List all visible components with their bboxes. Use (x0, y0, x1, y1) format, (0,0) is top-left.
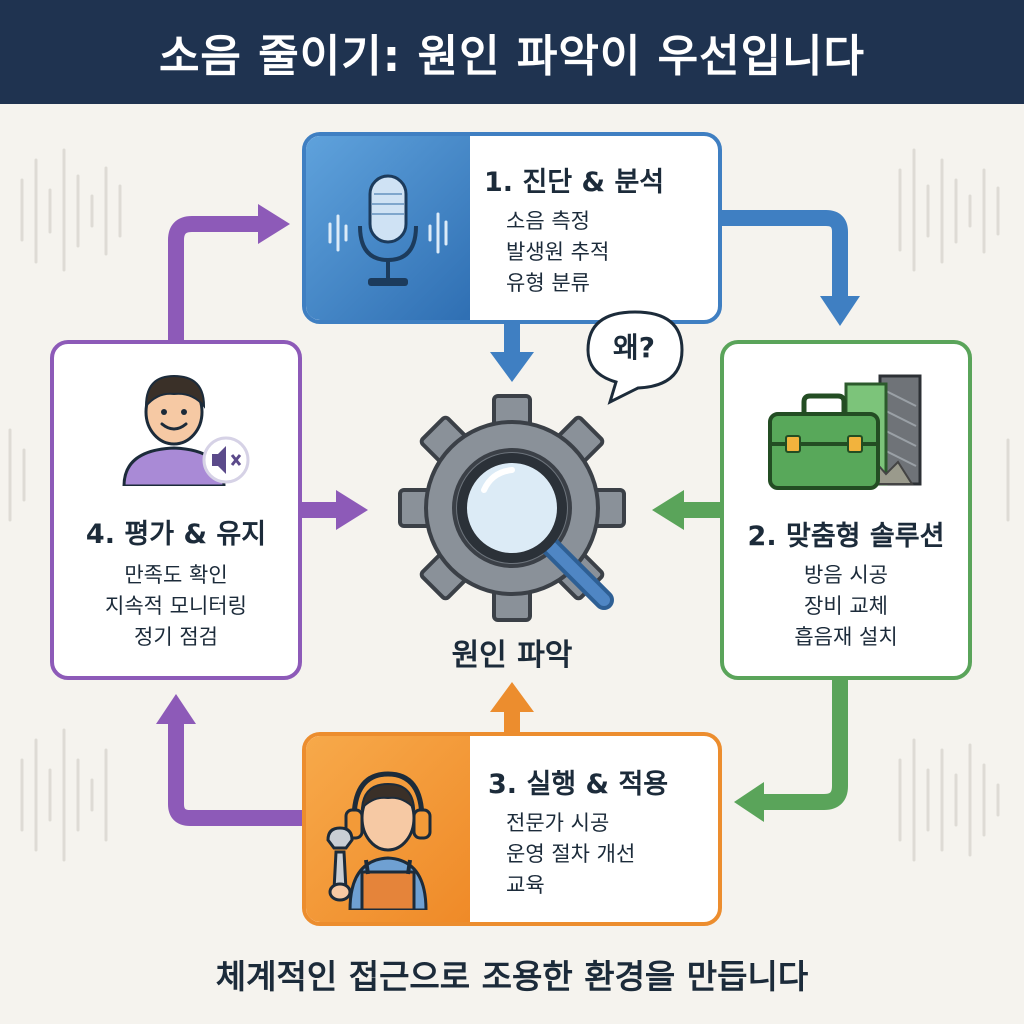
list-item: 만족도 확인 (124, 563, 228, 587)
step1-icon-panel (306, 136, 470, 320)
step1-items: 소음 측정 발생원 추적 유형 분류 (506, 206, 609, 299)
list-item: 운영 절차 개선 (506, 842, 636, 866)
gear-magnifier-icon (398, 394, 626, 622)
list-item: 소음 측정 (506, 209, 590, 233)
footer-tagline: 체계적인 접근으로 조용한 환경을 만듭니다 (215, 957, 809, 996)
step3-title: 3. 실행 & 적용 (488, 769, 669, 800)
microphone-icon (328, 174, 448, 286)
step-card-solution: 2. 맞춤형 솔루션 방음 시공 장비 교체 흡음재 설치 (720, 340, 972, 680)
step-card-evaluation: 4. 평가 & 유지 만족도 확인 지속적 모니터링 정기 점검 (50, 340, 302, 680)
step1-title: 1. 진단 & 분석 (484, 167, 665, 198)
step3-items: 전문가 시공 운영 절차 개선 교육 (506, 808, 635, 901)
list-item: 전문가 시공 (506, 811, 610, 835)
list-item: 정기 점검 (134, 625, 218, 649)
center-label: 원인 파악 (451, 638, 573, 673)
why-bubble-text: 왜? (612, 331, 655, 364)
smiling-person-icon (122, 374, 250, 486)
page-title: 소음 줄이기: 원인 파악이 우선입니다 (158, 31, 866, 82)
step-card-implementation: 3. 실행 & 적용 전문가 시공 운영 절차 개선 교육 (302, 732, 722, 926)
arrow-step2-to-step3 (760, 680, 848, 810)
arrow-step3-to-step4 (168, 720, 302, 826)
step4-title: 4. 평가 & 유지 (85, 519, 267, 550)
list-item: 흡음재 설치 (794, 625, 898, 649)
list-item: 장비 교체 (804, 594, 888, 618)
speech-bubble-icon (586, 310, 684, 405)
list-item: 지속적 모니터링 (105, 594, 247, 618)
worker-headphones-icon (326, 771, 432, 910)
toolbox-icon (768, 374, 922, 490)
step4-items: 만족도 확인 지속적 모니터링 정기 점검 (54, 560, 298, 653)
step2-items: 방음 시공 장비 교체 흡음재 설치 (724, 560, 968, 653)
step2-title: 2. 맞춤형 솔루션 (747, 521, 945, 552)
page-header: 소음 줄이기: 원인 파악이 우선입니다 (0, 0, 1024, 104)
list-item: 교육 (506, 873, 545, 897)
arrow-step1-to-step2 (722, 210, 848, 300)
list-item: 유형 분류 (506, 271, 590, 295)
step3-icon-panel (306, 736, 470, 922)
step-card-diagnosis: 1. 진단 & 분석 소음 측정 발생원 추적 유형 분류 (302, 132, 722, 324)
list-item: 방음 시공 (804, 563, 888, 587)
arrow-step4-to-step1 (168, 216, 262, 340)
list-item: 발생원 추적 (506, 240, 610, 264)
